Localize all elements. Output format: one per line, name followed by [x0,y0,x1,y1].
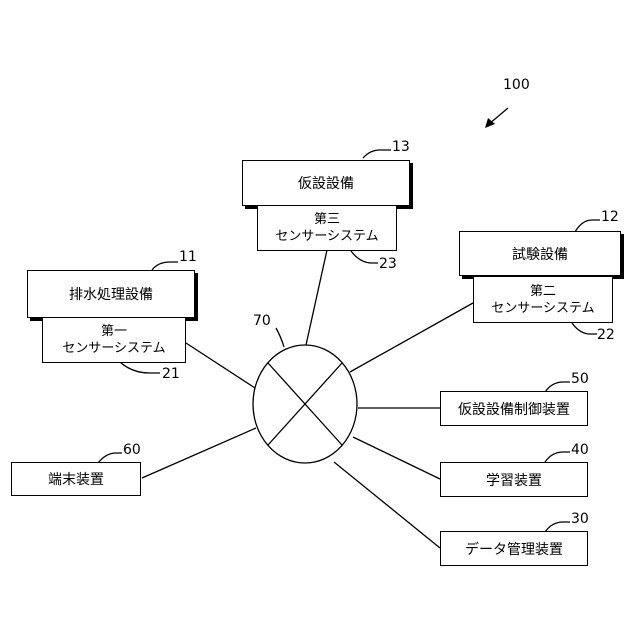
data-mgmt-device-ref: 30 [571,512,589,526]
wastewater-facility-box: 排水処理設備 [27,270,195,318]
leader-23 [351,251,378,263]
learning-device-label: 学習装置 [486,470,542,490]
leader-70 [276,328,284,347]
first-sensor-system-box: 第一 センサーシステム [42,317,186,363]
temporary-facility-box: 仮設設備 [242,160,410,206]
learning-device-ref: 40 [571,443,589,457]
second-sensor-system-box: 第二 センサーシステム [473,276,613,323]
terminal-device-label: 端末装置 [48,469,104,489]
leader-22 [572,323,597,334]
terminal-device-box: 端末装置 [11,462,141,496]
test-facility-ref: 12 [601,210,619,224]
leader-13 [363,150,391,158]
first-sensor-ref: 21 [162,367,180,381]
third-sensor-line2: センサーシステム [275,228,378,245]
temp-control-device-ref: 50 [571,372,589,386]
network-ref-number: 70 [253,314,271,328]
third-sensor-line1: 第三 [314,211,340,228]
leader-11 [152,262,178,270]
link-network-terminal [142,428,256,478]
link-network-sensor2 [350,303,473,372]
data-management-device-box: データ管理装置 [440,531,588,566]
third-sensor-system-box: 第三 センサーシステム [257,205,397,251]
link-network-sensor3 [306,250,327,345]
second-sensor-ref: 22 [597,328,615,342]
temporary-facility-label: 仮設設備 [298,173,354,193]
first-sensor-line1: 第一 [101,323,127,340]
test-facility-box: 試験設備 [459,231,621,276]
temporary-facility-control-device-label: 仮設設備制御装置 [458,399,570,419]
second-sensor-line2: センサーシステム [491,300,594,317]
link-network-learning [353,437,440,479]
test-facility-label: 試験設備 [512,244,568,264]
data-management-device-label: データ管理装置 [465,539,563,559]
third-sensor-ref: 23 [379,257,397,271]
leader-21 [120,362,160,373]
wastewater-facility-ref: 11 [179,250,197,264]
temporary-facility-control-device-box: 仮設設備制御装置 [440,391,588,426]
learning-device-box: 学習装置 [440,462,588,497]
link-network-data-mgmt [334,462,440,548]
temporary-facility-ref: 13 [392,140,410,154]
wastewater-facility-label: 排水処理設備 [69,284,153,304]
second-sensor-line1: 第二 [530,283,556,300]
leader-40 [545,452,570,462]
link-network-sensor1 [186,343,255,388]
terminal-device-ref: 60 [123,443,141,457]
figure-ref-number: 100 [503,78,530,92]
first-sensor-line2: センサーシステム [62,340,165,357]
